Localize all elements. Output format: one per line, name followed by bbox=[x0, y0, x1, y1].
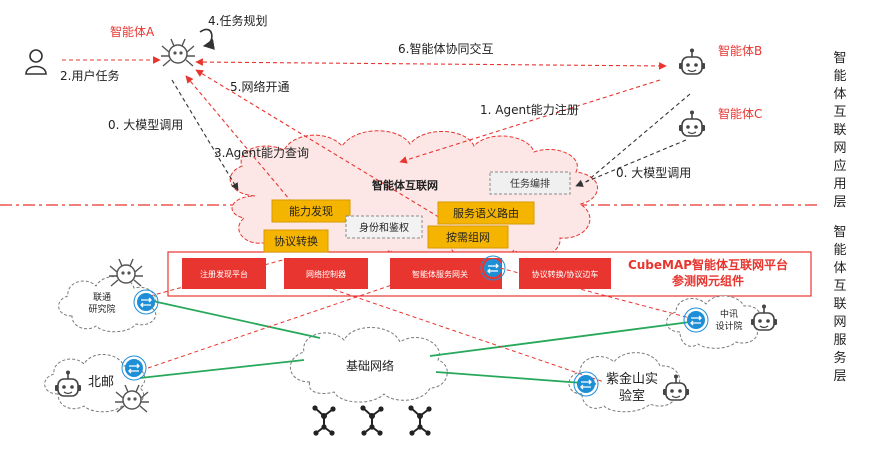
zhongxun-label-2: 设计院 bbox=[715, 320, 742, 332]
cloud-title: 智能体互联网 bbox=[372, 178, 438, 192]
layer-service-char: 服 bbox=[833, 333, 846, 348]
zijin-router-icon bbox=[573, 371, 599, 397]
task-planning-label: 4.任务规划 bbox=[208, 13, 267, 28]
layer-app-char: 能 bbox=[833, 69, 846, 84]
agent-b-label: 智能体B bbox=[718, 43, 762, 58]
task-orchestration-box bbox=[489, 171, 571, 195]
layer-service-char: 智 bbox=[833, 225, 846, 240]
layer-service-char: 体 bbox=[833, 261, 846, 276]
agent-c-robot-icon bbox=[678, 109, 706, 137]
zhongxun-router-icon bbox=[683, 307, 709, 333]
arrow-llm-call-a bbox=[171, 79, 239, 191]
identity-auth-box bbox=[345, 215, 423, 239]
platform-module-protocol bbox=[519, 258, 611, 289]
semantic-routing-box bbox=[437, 201, 535, 225]
zhongxun-label-1: 中讯 bbox=[720, 308, 738, 320]
layer-app-char: 互 bbox=[833, 105, 846, 120]
unicom-cloud bbox=[58, 276, 157, 333]
agent-a-spider-icon bbox=[160, 38, 196, 67]
layer-app-char: 智 bbox=[833, 51, 846, 66]
capability-discovery-label: 能力发现 bbox=[289, 204, 333, 218]
llm-call-c-label: 0. 大模型调用 bbox=[616, 166, 691, 180]
capability-discovery-box bbox=[271, 199, 351, 223]
compute-nodes bbox=[311, 404, 433, 437]
zijin-label-2: 验室 bbox=[619, 388, 645, 404]
capability-register-label: 1. Agent能力注册 bbox=[480, 102, 579, 117]
bupt-cloud bbox=[44, 354, 146, 413]
network-open-label: 5.网络开通 bbox=[230, 79, 289, 94]
platform-module-controller bbox=[284, 258, 368, 289]
capability-query-label: 3.Agent能力查询 bbox=[214, 146, 309, 160]
layer-service-char: 联 bbox=[833, 297, 846, 312]
unicom-label-2: 研究院 bbox=[88, 303, 115, 315]
arrow-network-open bbox=[195, 69, 471, 237]
protocol-conversion-box bbox=[263, 229, 329, 253]
agent-b-robot-icon bbox=[678, 47, 706, 75]
layer-service-char: 层 bbox=[833, 369, 846, 384]
platform-module-gateway bbox=[390, 258, 502, 289]
arrow-capability-query bbox=[185, 75, 291, 201]
zijin-label-1: 紫金山实 bbox=[606, 371, 658, 387]
module-label-protocol: 协议转换/协议边车 bbox=[532, 269, 599, 279]
module-label-controller: 网络控制器 bbox=[306, 269, 346, 279]
layer-label-app: 智 能 体 互 联 网 应 用 层 bbox=[833, 51, 846, 210]
identity-auth-label: 身份和鉴权 bbox=[359, 221, 409, 234]
layer-app-char: 用 bbox=[833, 177, 846, 192]
unicom-router-icon bbox=[133, 289, 159, 315]
task-planning-loop bbox=[199, 28, 215, 50]
compute-node-icon bbox=[407, 404, 433, 437]
protocol-conversion-label: 协议转换 bbox=[274, 234, 318, 248]
layer-app-char: 网 bbox=[833, 141, 846, 156]
bupt-label: 北邮 bbox=[88, 375, 114, 390]
green-links bbox=[139, 299, 691, 385]
layer-service-char: 务 bbox=[833, 350, 846, 366]
layer-service-char: 互 bbox=[833, 279, 846, 294]
user-task-label: 2.用户任务 bbox=[60, 68, 119, 83]
llm-call-a-label: 0. 大模型调用 bbox=[108, 118, 183, 132]
zhongxun-cloud bbox=[666, 295, 762, 349]
task-orchestration-label: 任务编排 bbox=[510, 177, 550, 190]
base-network-label: 基础网络 bbox=[346, 358, 394, 373]
zijin-cloud bbox=[568, 352, 681, 413]
arrow-collab bbox=[195, 58, 667, 70]
unicom-label-1: 联通 bbox=[93, 292, 111, 303]
arrow-llm-call-c bbox=[575, 139, 687, 187]
layer-app-char: 联 bbox=[833, 123, 846, 138]
on-demand-network-label: 按需组网 bbox=[446, 230, 490, 244]
on-demand-network-box bbox=[427, 225, 509, 249]
user-icon bbox=[25, 49, 47, 75]
agent-a-label: 智能体A bbox=[110, 24, 155, 39]
compute-node-icon bbox=[311, 404, 337, 437]
layer-app-char: 层 bbox=[833, 195, 846, 210]
compute-node-icon bbox=[359, 404, 385, 437]
layer-app-char: 应 bbox=[833, 158, 846, 174]
platform-title: CubeMAP智能体互联网平台 bbox=[628, 257, 788, 272]
arrow-capability-register bbox=[399, 79, 661, 164]
platform-subtitle: 参测网元组件 bbox=[672, 273, 744, 288]
red-site-links bbox=[147, 257, 691, 383]
layer-service-char: 网 bbox=[833, 315, 846, 330]
semantic-routing-label: 服务语义路由 bbox=[453, 206, 519, 220]
collab-label: 6.智能体协同交互 bbox=[398, 41, 493, 56]
layer-service-char: 能 bbox=[833, 243, 846, 258]
layer-app-char: 体 bbox=[833, 87, 846, 102]
agent-c-label: 智能体C bbox=[718, 106, 762, 121]
module-label-gateway: 智能体服务网关 bbox=[412, 269, 468, 279]
layer-label-service: 智 能 体 互 联 网 服 务 层 bbox=[833, 225, 846, 384]
bupt-router-icon bbox=[121, 355, 147, 381]
arrow-agent-b-down bbox=[585, 93, 691, 183]
platform-module-registration bbox=[182, 258, 266, 289]
module-label-registration: 注册发现平台 bbox=[200, 269, 248, 279]
